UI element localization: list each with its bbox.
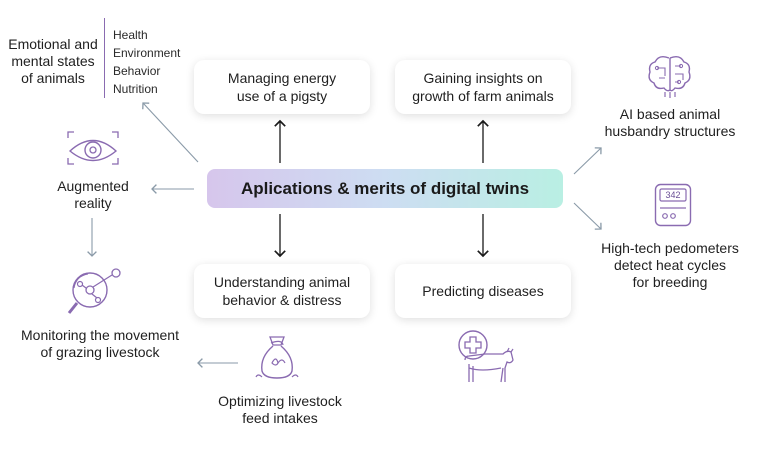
center-title: Aplications & merits of digital twins bbox=[207, 169, 563, 208]
emotional-list-divider bbox=[104, 18, 105, 98]
list-item: Environment bbox=[113, 46, 181, 60]
behavior-card: Understanding animal behavior & distress bbox=[194, 264, 370, 318]
pedometer-display: 342 bbox=[665, 190, 681, 200]
emotional-states-label: Emotional and mental states of animals bbox=[8, 36, 98, 86]
augmented-reality-label: Augmented reality bbox=[57, 178, 129, 211]
arrow-to-ai bbox=[573, 147, 602, 175]
eye-icon bbox=[67, 131, 119, 165]
growth-card: Gaining insights on growth of farm anima… bbox=[395, 60, 571, 114]
pedometer-icon: 342 bbox=[654, 183, 692, 227]
emotional-factors-list: Health Environment Behavior Nutrition bbox=[113, 26, 180, 98]
feed-bag-icon bbox=[255, 336, 299, 379]
energy-card: Managing energy use of a pigsty bbox=[194, 60, 370, 114]
list-item: Nutrition bbox=[113, 82, 158, 96]
brain-circuit-icon bbox=[648, 55, 691, 98]
feed-intake-label: Optimizing livestock feed intakes bbox=[218, 393, 342, 426]
list-item: Behavior bbox=[113, 64, 161, 78]
list-item: Health bbox=[113, 28, 148, 42]
cow-medical-icon bbox=[458, 330, 514, 383]
monitoring-livestock-label: Monitoring the movement of grazing lives… bbox=[21, 327, 179, 360]
pedometer-outline bbox=[654, 183, 692, 227]
diseases-card: Predicting diseases bbox=[395, 264, 571, 318]
pedometer-label: High-tech pedometers detect heat cycles … bbox=[601, 240, 739, 290]
arrow-to-pedometer bbox=[573, 202, 602, 230]
ai-husbandry-label: AI based animal husbandry structures bbox=[604, 106, 736, 139]
magnifier-network-icon bbox=[67, 268, 121, 314]
arrow-to-emotional bbox=[142, 102, 199, 163]
